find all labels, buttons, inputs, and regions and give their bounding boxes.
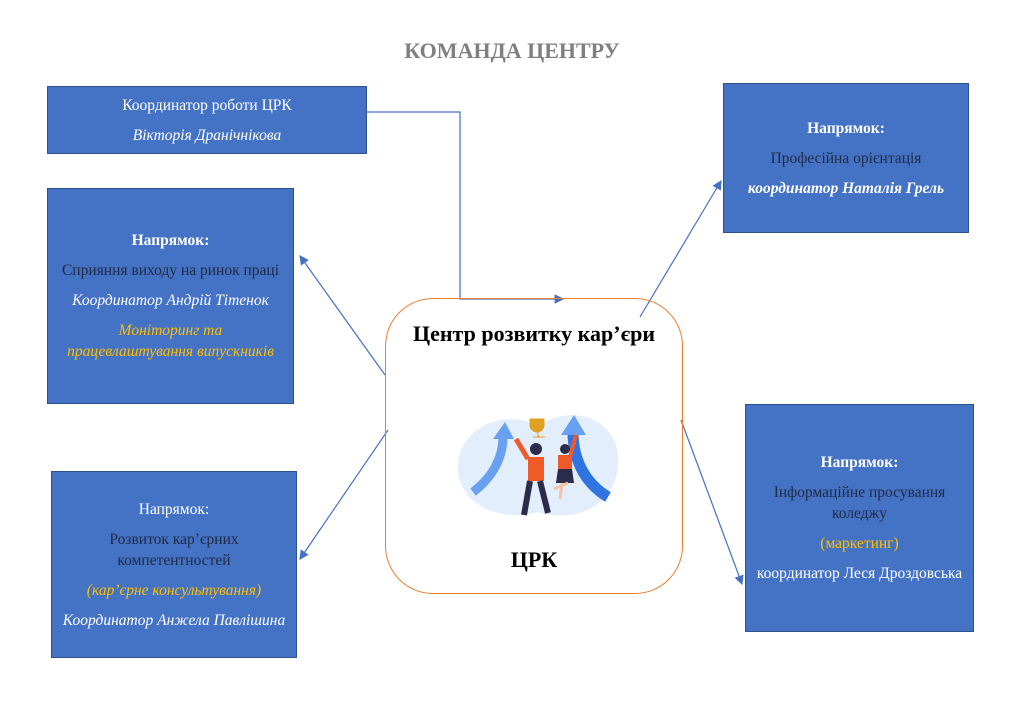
box-heading: Напрямок:: [807, 119, 885, 137]
center-node: Центр розвитку кар’єри ЦРК: [385, 298, 683, 594]
center-title: Центр розвитку кар’єри: [413, 321, 655, 346]
box-coordinator: координатор Наталія Грель: [747, 179, 945, 197]
box-direction: Інформаційне просування коледжу: [773, 484, 946, 522]
labor-market-box: Напрямок: Сприяння виходу на ринок праці…: [47, 188, 294, 404]
connector-center-to-labor-market: [299, 255, 386, 376]
competences-box: Напрямок: Розвиток кар’єрних компетентно…: [51, 471, 297, 658]
connector-coordinator-to-center: [366, 111, 565, 304]
page-title: КОМАНДА ЦЕНТРУ: [404, 38, 620, 63]
box-coordinator: Координатор Анжела Павлішина: [62, 611, 286, 629]
career-success-illustration: [458, 415, 619, 516]
box-heading: Напрямок:: [820, 454, 899, 471]
box-coordinator: Координатор Андрій Тітенок: [72, 292, 269, 309]
box-direction: Сприяння виходу на ринок праці: [61, 262, 280, 279]
box-note: Моніторинг та працевлаштування випускник…: [67, 322, 274, 360]
box-note: (кар’єрне консультування): [86, 581, 262, 599]
box-note: (маркетинг): [820, 535, 899, 552]
coordinator-role: Координатор роботи ЦРК: [122, 96, 292, 114]
connector-center-to-competences: [299, 429, 389, 560]
box-heading: Напрямок:: [138, 500, 210, 518]
coordinator-box: Координатор роботи ЦРК Вікторія Дранічні…: [47, 86, 367, 154]
connector-center-to-orientation: [639, 179, 722, 318]
coordinator-name: Вікторія Дранічнікова: [132, 126, 282, 144]
box-heading: Напрямок:: [131, 232, 210, 249]
box-direction: Професійна орієнтація: [770, 149, 922, 167]
box-coordinator: координатор Леся Дроздовська: [756, 565, 963, 582]
center-abbr: ЦРК: [510, 547, 558, 572]
box-direction: Розвиток кар’єрних компетентностей: [109, 530, 239, 569]
marketing-box: Напрямок: Інформаційне просування коледж…: [745, 404, 974, 632]
connector-center-to-marketing: [680, 419, 744, 586]
orientation-box: Напрямок: Професійна орієнтація координа…: [723, 83, 969, 233]
